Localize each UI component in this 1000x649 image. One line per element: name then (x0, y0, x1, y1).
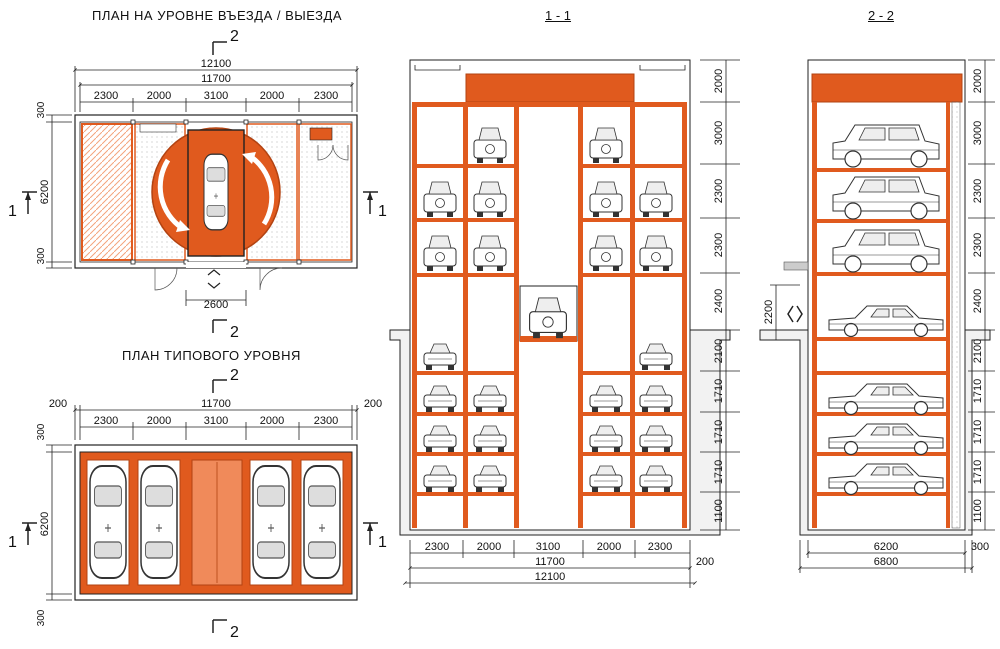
plan-entry-total: 12100 (201, 58, 232, 70)
section-marker-1-right: 1 (378, 203, 387, 220)
sec1-level-5: 2400 (713, 289, 725, 313)
sec1-level-9: 1710 (713, 460, 725, 484)
section-1-1: 2000 3000 2300 2300 2400 2100 1710 1710 … (389, 59, 740, 588)
sec1-level-1: 2000 (713, 69, 725, 93)
plan-typical-inner: 11700 (201, 398, 231, 410)
section-2-title: 2 - 2 (868, 8, 895, 23)
sec1-level-4: 2300 (713, 233, 725, 257)
plan-typical-side-left: 200 (49, 398, 67, 410)
sec2-wall: 300 (971, 541, 989, 553)
plan-entry-margin-top: 300 (36, 101, 47, 118)
sec1-bay-3: 3100 (536, 541, 560, 553)
sec2-gate: 2200 (763, 300, 775, 324)
plan-typical-bay-2: 2000 (147, 415, 171, 427)
sec1-level-6: 2100 (713, 339, 725, 363)
section-2-2: 2200 2000 3000 2300 2300 2400 2100 1710 … (759, 59, 995, 573)
section-marker-2-typ-top: 2 (230, 367, 239, 384)
sec2-level-2: 3000 (972, 121, 984, 145)
plan-typical-margin-bottom: 300 (36, 609, 47, 626)
plan-typical-bay-5: 2300 (314, 415, 338, 427)
sec1-wall: 200 (696, 556, 714, 568)
sec2-level-1: 2000 (972, 69, 984, 93)
sec1-level-10: 1100 (713, 499, 725, 523)
plan-typical: 200 200 11700 2300 2000 3100 2000 2300 6… (8, 367, 387, 641)
sec2-width: 6200 (874, 541, 898, 553)
plan-entry-bay-1: 2300 (94, 90, 118, 102)
sec1-bay-2: 2000 (477, 541, 501, 553)
plan-entry-inner: 11700 (201, 73, 231, 85)
plan-entry-gate: 2600 (204, 299, 228, 311)
sec1-level-3: 2300 (713, 179, 725, 203)
plan-typical-bay-1: 2300 (94, 415, 118, 427)
sec1-inner: 11700 (535, 556, 565, 568)
plan-entry-depth: 6200 (39, 180, 51, 204)
section-marker-2-bottom: 2 (230, 324, 239, 341)
sec1-level-2: 3000 (713, 121, 725, 145)
sec1-level-7: 1710 (713, 379, 725, 403)
sec1-bay-1: 2300 (425, 541, 449, 553)
plan-entry-bay-5: 2300 (314, 90, 338, 102)
sec1-total: 12100 (535, 571, 566, 583)
plan-entry-bay-3: 3100 (204, 90, 228, 102)
sec2-level-8: 1710 (972, 420, 984, 444)
plan-typical-margin-top: 300 (36, 423, 47, 440)
section-marker-2-typ-bottom: 2 (230, 624, 239, 641)
sec2-level-10: 1100 (972, 499, 984, 523)
plan-entry-title: ПЛАН НА УРОВНЕ ВЪЕЗДА / ВЫЕЗДА (92, 8, 342, 23)
plan-entry-bay-2: 2000 (147, 90, 171, 102)
sec1-bay-4: 2000 (597, 541, 621, 553)
sec2-level-9: 1710 (972, 460, 984, 484)
sec2-level-5: 2400 (972, 289, 984, 313)
plan-entry-bay-4: 2000 (260, 90, 284, 102)
plan-typical-title: ПЛАН ТИПОВОГО УРОВНЯ (122, 348, 301, 363)
plan-typical-depth: 6200 (39, 512, 51, 536)
sec2-level-3: 2300 (972, 179, 984, 203)
section-marker-2-top: 2 (230, 28, 239, 45)
sec2-level-4: 2300 (972, 233, 984, 257)
section-1-title: 1 - 1 (545, 8, 572, 23)
sec2-level-6: 2100 (972, 339, 984, 363)
section-marker-1-typ-right: 1 (378, 534, 387, 551)
plan-typical-side-right: 200 (364, 398, 382, 410)
sec2-total: 6800 (874, 556, 898, 568)
sec1-level-8: 1710 (713, 420, 725, 444)
plan-entry: 12100 11700 2300 2000 3100 2000 2300 620… (8, 28, 387, 341)
plan-entry-margin-bottom: 300 (36, 247, 47, 264)
plan-typical-bay-3: 3100 (204, 415, 228, 427)
plan-typical-bay-4: 2000 (260, 415, 284, 427)
sec2-level-7: 1710 (972, 379, 984, 403)
section-marker-1-left: 1 (8, 203, 17, 220)
section-marker-1-typ-left: 1 (8, 534, 17, 551)
sec1-bay-5: 2300 (648, 541, 672, 553)
